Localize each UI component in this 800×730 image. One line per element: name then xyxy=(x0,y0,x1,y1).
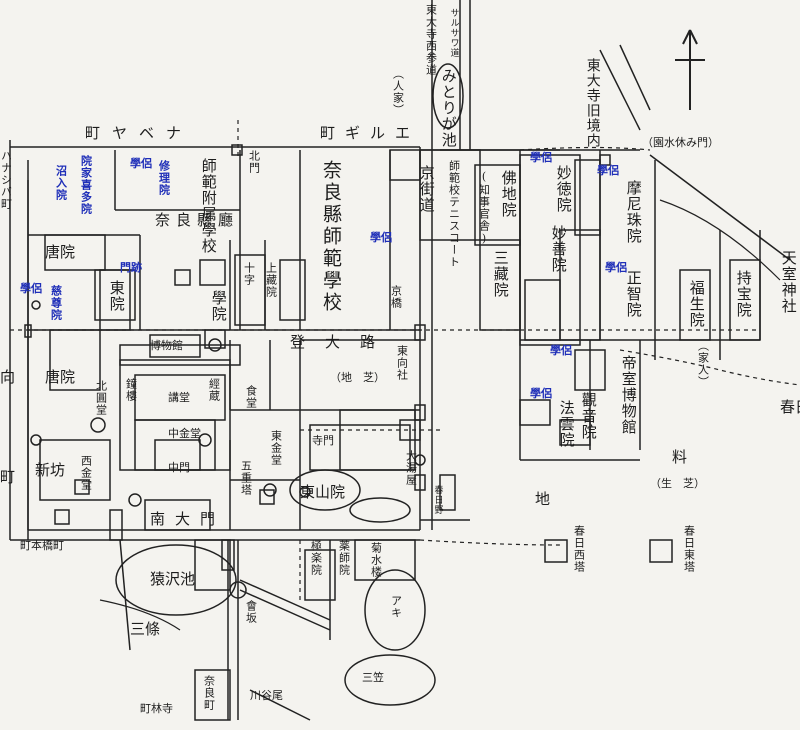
label-shihan-fuzoku: 師範附属學校 xyxy=(199,158,218,254)
blue-gakuryo-7: 學侶 xyxy=(550,344,572,357)
label-hanashiba-machi: ハナシバ町 xyxy=(0,150,13,210)
blue-gakuryo-1: 學侶 xyxy=(130,157,152,170)
label-jinka: （人家） xyxy=(391,68,405,116)
ponds-and-circles xyxy=(30,63,464,706)
label-kitamon: 北門 xyxy=(247,150,261,174)
label-mani-in: 摩尼珠院 xyxy=(624,180,643,244)
label-teishitsu-hakubutsukan: 帝室博物館 xyxy=(619,355,638,435)
label-aki: アキ xyxy=(389,595,403,619)
label-todaiji-kyukeidai: 東大寺旧境内 xyxy=(584,58,601,148)
label-shihan-tennis: 師範校テニスコート xyxy=(447,160,461,268)
label-sarusawa-ike: 猿沢池 xyxy=(150,570,196,588)
blue-gakuryo-4: 學侶 xyxy=(530,151,552,164)
label-nandaimon: 南大門 xyxy=(150,510,226,528)
label-kannon-in: 觀音院 xyxy=(579,392,598,440)
label-kyo-kaido: 京街道 xyxy=(417,165,436,213)
label-sanjo: 三條 xyxy=(130,620,161,638)
label-mitori-ike: みとりが池 xyxy=(439,68,458,148)
north-arrow-icon xyxy=(675,29,705,110)
label-chi: 地 xyxy=(535,490,551,508)
label-chiji-kansha: (知事官舎) xyxy=(477,170,491,246)
label-mikasa: 三笠 xyxy=(362,671,384,684)
label-todai-ji-michi: 登大路 xyxy=(290,333,396,351)
label-tenshitsu-jinja: 天室神社 xyxy=(779,250,798,314)
label-shoro: 鐘樓 xyxy=(124,378,138,402)
label-shiba-chi: （地 芝） xyxy=(330,371,385,384)
label-shochi-in: 正智院 xyxy=(624,270,643,318)
label-toin-2: 唐院 xyxy=(45,368,76,386)
label-sanzo-in: 三藏院 xyxy=(491,250,510,298)
label-machi-yabena: 町ヤベナ xyxy=(85,124,194,142)
label-hokuen-do: 北圓堂 xyxy=(94,380,108,416)
label-chukondo: 中金堂 xyxy=(168,427,201,440)
label-busshi-in: 佛地院 xyxy=(499,170,518,218)
label-baikai-in: 唐院 xyxy=(45,243,76,261)
blue-gakuryo-8: 學侶 xyxy=(530,387,552,400)
label-jiken: 寺門 xyxy=(312,434,334,447)
blue-shuri-in: 修理院 xyxy=(157,160,171,196)
label-nara-ken-shihan: 奈良縣師範學校 xyxy=(319,160,342,314)
label-jishitsu-in: 持宝院 xyxy=(734,270,753,318)
blue-shonyu-in: 沼入院 xyxy=(54,165,68,201)
label-go: 春日社 xyxy=(780,398,800,416)
blue-gakuryo-6: 學侶 xyxy=(605,261,627,274)
label-machi-honbashi: 町本橋町 xyxy=(20,539,64,552)
blue-monseki: 門跡 xyxy=(120,261,142,274)
label-myotoku-in: 妙徳院 xyxy=(554,165,573,213)
blue-gakuryo-3: 學侶 xyxy=(370,231,392,244)
label-gojunoto: 五重塔 xyxy=(239,460,253,496)
label-houn-in: 法雲院 xyxy=(557,400,576,448)
label-myozen-in: 妙善院 xyxy=(549,225,568,273)
label-kodo: 講堂 xyxy=(168,391,190,404)
kofukuji-compound xyxy=(24,144,761,721)
label-yamanoin: 東山院 xyxy=(300,483,346,501)
blue-gakuryo-2: 學侶 xyxy=(20,282,42,295)
label-machi-girue: 町ギルエ xyxy=(320,124,421,142)
label-ryo: 料 xyxy=(672,448,688,466)
label-fukusei-in: 福生院 xyxy=(687,280,706,328)
label-kasugano: 春日野 xyxy=(432,485,443,515)
label-naramachi: 奈良町 xyxy=(202,675,216,711)
label-ueno-in: 上藏院 xyxy=(264,262,278,298)
label-tokondo: 東金堂 xyxy=(269,430,283,466)
label-jikido: 食堂 xyxy=(244,385,258,409)
blue-gakuryo-5: 學侶 xyxy=(597,164,619,177)
label-kikusui: 菊水楼 xyxy=(369,542,383,578)
label-hakubutsu: 博物館 xyxy=(150,339,183,352)
blue-kitain: 院家喜多院 xyxy=(79,155,93,215)
label-kajin: （家人） xyxy=(696,340,710,388)
label-todaiji-nishi: 東大寺西参道 xyxy=(424,4,438,76)
label-shinbo: 新坊 xyxy=(35,461,66,479)
label-daimon: （園水休み門） xyxy=(642,136,719,149)
label-juji: 十字 xyxy=(242,262,256,286)
label-sarusawa-michi: サルサワ道 xyxy=(448,8,459,58)
label-nara-kencho: 奈良縣廳 xyxy=(155,211,240,229)
label-daiyuya: 大湯屋 xyxy=(404,450,418,486)
label-kasuga-higashito: 春日東塔 xyxy=(682,525,696,573)
label-higashi-muki: 東向社 xyxy=(395,345,409,381)
label-yakushi: 薬師院 xyxy=(337,540,351,576)
stream xyxy=(99,199,781,631)
blue-jison-in: 慈尊院 xyxy=(49,285,63,321)
label-tanio: 川谷尾 xyxy=(250,689,283,702)
label-kaidan: 會坂 xyxy=(244,600,258,624)
label-kyobata: 京橋 xyxy=(389,285,403,309)
label-saikondo: 西金堂 xyxy=(79,455,93,491)
label-shiba: （生 芝） xyxy=(650,477,705,490)
label-gokuraku-in: 極楽院 xyxy=(309,540,323,576)
label-chumon: 中門 xyxy=(168,461,190,474)
label-toin: 東院 xyxy=(107,280,126,312)
label-machi-rinji: 町林寺 xyxy=(140,702,173,715)
label-muki: 向 xyxy=(0,368,16,386)
label-kyozo: 經蔵 xyxy=(207,378,221,402)
label-machi-left: 町 xyxy=(0,468,16,486)
label-kasuga-nishito: 春日西塔 xyxy=(572,525,586,573)
label-gakuin: 學院 xyxy=(209,290,228,322)
